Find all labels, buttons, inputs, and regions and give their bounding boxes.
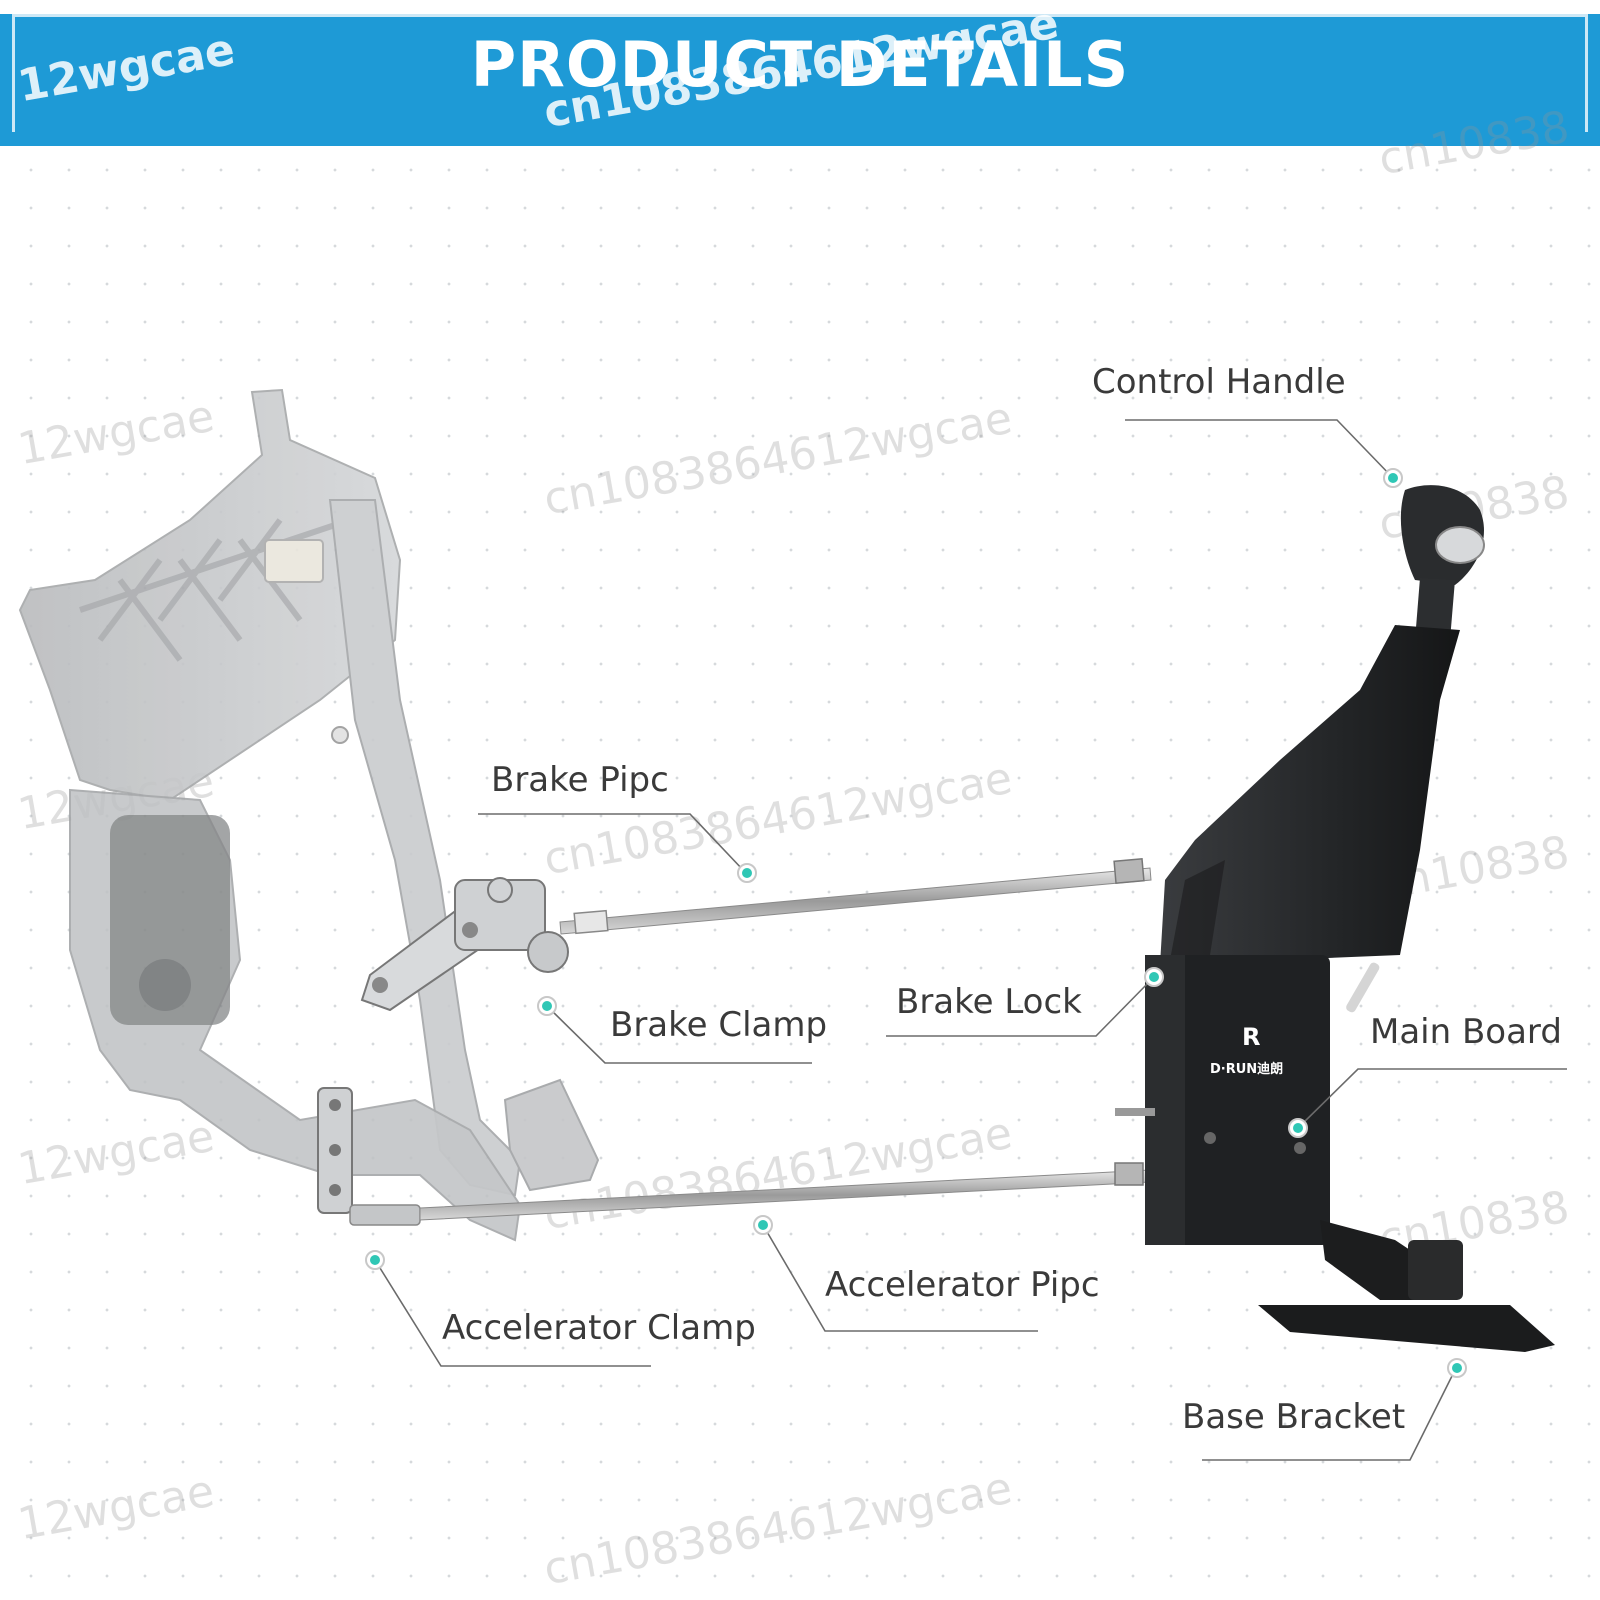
label-control-handle: Control Handle <box>1092 362 1346 402</box>
label-base-bracket: Base Bracket <box>1182 1397 1406 1437</box>
callout-line-control-handle <box>1125 419 1394 479</box>
callout-line-accelerator-pipe <box>762 1224 1038 1332</box>
brake-pedal-arm <box>328 499 522 1197</box>
handle-stem <box>1415 578 1455 640</box>
label-main-board: Main Board <box>1370 1012 1562 1052</box>
label-brake-clamp: Brake Clamp <box>610 1005 828 1045</box>
banner-border <box>12 14 1588 132</box>
callout-line-accelerator-clamp <box>374 1259 651 1367</box>
callout-line-brake-lock <box>886 978 1153 1037</box>
callout-lines <box>374 419 1567 1461</box>
brake-pedal-pad <box>503 1078 600 1192</box>
label-brake-pipe: Brake Pipc <box>491 760 669 800</box>
label-brake-lock: Brake Lock <box>896 982 1082 1022</box>
brake-pipe-rod <box>559 858 1152 935</box>
pedal-assembly <box>18 388 600 1242</box>
pedal-clip <box>264 539 324 583</box>
callout-line-brake-pipe <box>478 813 745 872</box>
title-banner <box>0 14 1600 146</box>
banner-title: PRODUCT DETAILS <box>470 28 1130 101</box>
control-handle-device: D·RUN迪朗 R <box>1115 485 1555 1352</box>
callout-dots <box>365 468 1467 1378</box>
label-accelerator-pipe: Accelerator Pipc <box>825 1265 1100 1305</box>
callout-line-base-bracket <box>1202 1369 1456 1461</box>
main-board-box <box>1145 955 1330 1245</box>
device-logo: D·RUN迪朗 <box>1210 1061 1283 1077</box>
callout-line-brake-clamp <box>546 1005 812 1064</box>
pedal-bracket <box>18 388 402 802</box>
brake-lock-lever <box>1346 962 1380 1013</box>
brake-clamp-part <box>360 877 569 1012</box>
device-mark: R <box>1242 1023 1260 1051</box>
throttle-sensor <box>110 815 230 1025</box>
callout-line-main-board <box>1297 1068 1567 1129</box>
label-accelerator-clamp: Accelerator Clamp <box>442 1308 756 1348</box>
handle-tower <box>1160 625 1460 965</box>
accelerator-clamp-part <box>317 1087 421 1226</box>
base-plate <box>1258 1305 1555 1352</box>
